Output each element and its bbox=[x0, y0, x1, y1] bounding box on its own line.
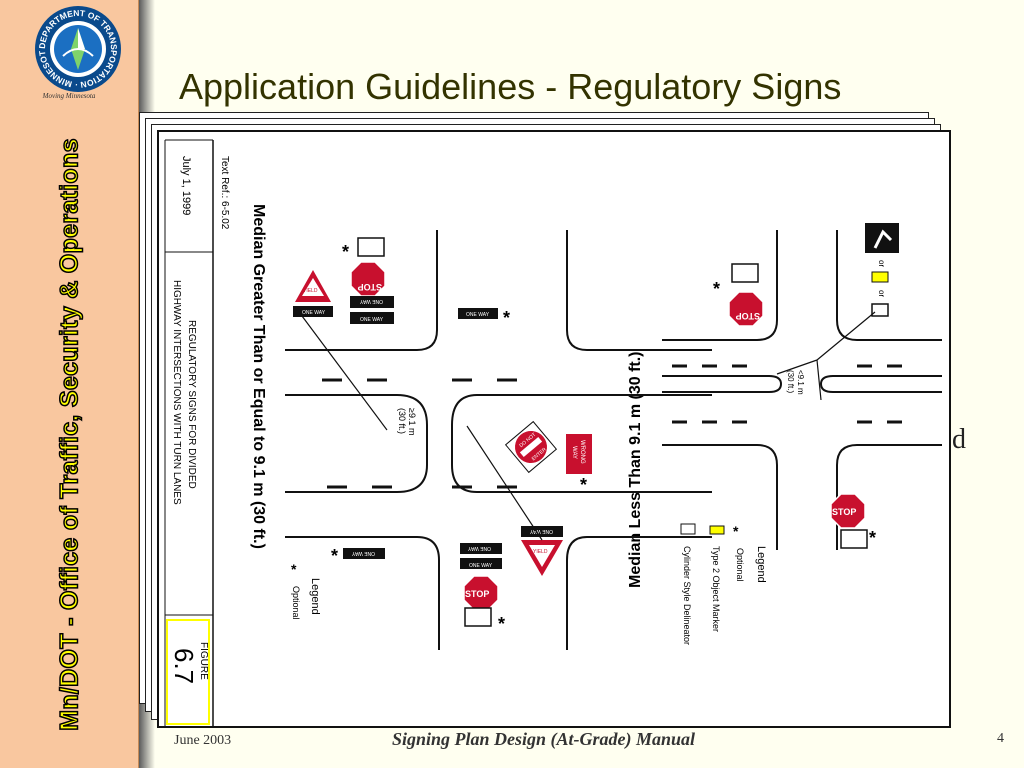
svg-text:ONE WAY: ONE WAY bbox=[360, 317, 384, 323]
figure-caption-2: HIGHWAY INTERSECTIONS WITH TURN LANES bbox=[171, 280, 182, 505]
left-lane-markings bbox=[322, 378, 517, 489]
svg-text:*: * bbox=[580, 475, 587, 495]
svg-text:ONE WAY: ONE WAY bbox=[469, 563, 493, 569]
svg-text:STOP: STOP bbox=[465, 589, 489, 599]
svg-text:ONE WAY: ONE WAY bbox=[529, 528, 553, 534]
logo-tagline: Moving Minnesota bbox=[42, 92, 96, 100]
svg-text:Optional: Optional bbox=[291, 586, 301, 620]
svg-text:STOP: STOP bbox=[358, 282, 382, 292]
leader-lines bbox=[301, 311, 876, 541]
dim-left-2: (30 ft.) bbox=[397, 408, 407, 434]
figure-date: July 1, 1999 bbox=[180, 156, 192, 215]
right-heading: Median Less Than 9.1 m (30 ft.) bbox=[627, 352, 644, 589]
svg-text:ONE WAY: ONE WAY bbox=[351, 550, 375, 556]
svg-text:ONE WAY: ONE WAY bbox=[467, 545, 491, 551]
legend-right: Legend * Optional Type 2 Object Marker C… bbox=[680, 523, 767, 645]
optional-asterisks: * * * * * * * bbox=[331, 242, 876, 634]
svg-text:*: * bbox=[331, 546, 338, 566]
stop-sign: STOP bbox=[463, 575, 499, 611]
svg-text:*: * bbox=[498, 614, 505, 634]
figure-label: FIGURE bbox=[198, 642, 209, 680]
svg-text:ONE WAY: ONE WAY bbox=[302, 310, 326, 316]
footer-date: June 2003 bbox=[174, 733, 232, 748]
svg-text:YIELD: YIELD bbox=[303, 288, 318, 294]
svg-text:Optional: Optional bbox=[735, 548, 745, 582]
svg-text:Type 2 Object Marker: Type 2 Object Marker bbox=[711, 546, 721, 632]
do-not-enter-sign: DO NOT ENTER bbox=[504, 420, 558, 474]
stop-sign: STOP bbox=[728, 291, 764, 327]
stop-sign: STOP bbox=[830, 493, 866, 529]
svg-text:YIELD: YIELD bbox=[533, 549, 548, 555]
svg-text:STOP: STOP bbox=[736, 311, 760, 321]
dim-right-1: <9.1 m bbox=[796, 370, 805, 395]
object-marker bbox=[871, 271, 889, 283]
svg-text:*: * bbox=[291, 561, 297, 577]
svg-text:*: * bbox=[869, 528, 876, 548]
svg-text:Legend: Legend bbox=[755, 546, 767, 583]
footer-title: Signing Plan Design (At-Grade) Manual bbox=[392, 729, 696, 749]
svg-text:*: * bbox=[342, 242, 349, 262]
svg-text:ONE WAY: ONE WAY bbox=[359, 298, 383, 304]
or-label: or bbox=[877, 290, 886, 297]
figure-sheet: July 1, 1999 Text Ref.: 6-5.02 REGULATOR… bbox=[157, 130, 951, 728]
dim-right-2: (30 ft.) bbox=[786, 370, 795, 393]
turn-sign bbox=[865, 223, 899, 253]
wrong-way-sign: WRONG WAY bbox=[566, 434, 592, 474]
svg-text:*: * bbox=[713, 279, 720, 299]
legend-left: Legend * Optional bbox=[291, 561, 321, 620]
svg-text:Legend: Legend bbox=[309, 578, 321, 615]
one-way-signs: ONE WAY ONE WAY ONE WAY ONE WAY ONE WAY … bbox=[293, 296, 563, 569]
partial-body-text: d bbox=[952, 424, 966, 455]
dim-left-1: ≥9.1 m bbox=[407, 408, 417, 435]
yield-sign: YIELD bbox=[295, 270, 331, 302]
stop-sign: STOP bbox=[350, 261, 386, 297]
svg-text:*: * bbox=[503, 308, 510, 328]
svg-text:STOP: STOP bbox=[832, 507, 856, 517]
svg-text:WAY: WAY bbox=[571, 446, 577, 459]
yield-sign: YIELD bbox=[521, 540, 563, 576]
slide-title: Application Guidelines - Regulatory Sign… bbox=[179, 66, 842, 107]
figure-text-ref: Text Ref.: 6-5.02 bbox=[219, 156, 230, 230]
svg-text:ONE WAY: ONE WAY bbox=[466, 312, 490, 318]
divided-highway-signs bbox=[357, 237, 868, 627]
right-intersection bbox=[662, 230, 942, 550]
svg-text:Cylinder Style Delineator: Cylinder Style Delineator bbox=[682, 546, 692, 645]
sidebar-vertical-title: Mn/DOT - Office of Traffic, Security & O… bbox=[55, 137, 85, 731]
delineator bbox=[871, 303, 889, 317]
figure-caption-1: REGULATORY SIGNS FOR DIVIDED bbox=[186, 320, 197, 489]
svg-text:*: * bbox=[733, 523, 739, 539]
left-intersection bbox=[285, 230, 712, 650]
page-number: 4 bbox=[997, 731, 1004, 746]
left-heading: Median Greater Than or Equal to 9.1 m (3… bbox=[250, 204, 267, 549]
right-lane-markings bbox=[672, 364, 902, 424]
figure-number: 6.7 bbox=[169, 648, 199, 684]
svg-text:WRONG: WRONG bbox=[579, 440, 585, 464]
or-label: or bbox=[877, 260, 886, 267]
sidebar bbox=[0, 0, 139, 768]
mndot-logo: DEPARTMENT OF TRANSPORTATION · MINNESOTA… bbox=[33, 4, 121, 92]
